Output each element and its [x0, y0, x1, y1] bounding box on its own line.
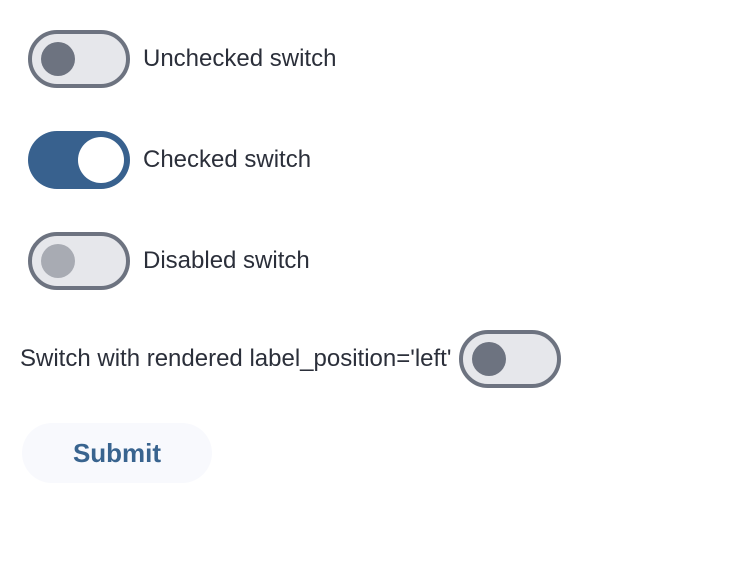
disabled-switch-toggle [28, 232, 130, 290]
switch-knob [41, 42, 75, 76]
switch-label: Switch with rendered label_position='lef… [20, 345, 452, 372]
switch-knob [78, 137, 124, 183]
switch-row-disabled: Disabled switch [28, 232, 730, 290]
switch-demo-form: Unchecked switch Checked switch Disabled… [20, 30, 730, 483]
switch-row-unchecked: Unchecked switch [28, 30, 730, 88]
switch-knob [472, 342, 507, 376]
switch-label: Unchecked switch [143, 45, 337, 72]
switch-label: Checked switch [143, 146, 312, 173]
left-label-switch-toggle[interactable] [459, 330, 562, 388]
unchecked-switch-toggle[interactable] [28, 30, 130, 88]
switch-row-checked: Checked switch [28, 131, 730, 189]
switch-label: Disabled switch [143, 247, 310, 274]
switch-knob [41, 244, 75, 278]
submit-button[interactable]: Submit [22, 423, 212, 483]
switch-row-left-label: Switch with rendered label_position='lef… [20, 330, 730, 388]
checked-switch-toggle[interactable] [28, 131, 130, 189]
